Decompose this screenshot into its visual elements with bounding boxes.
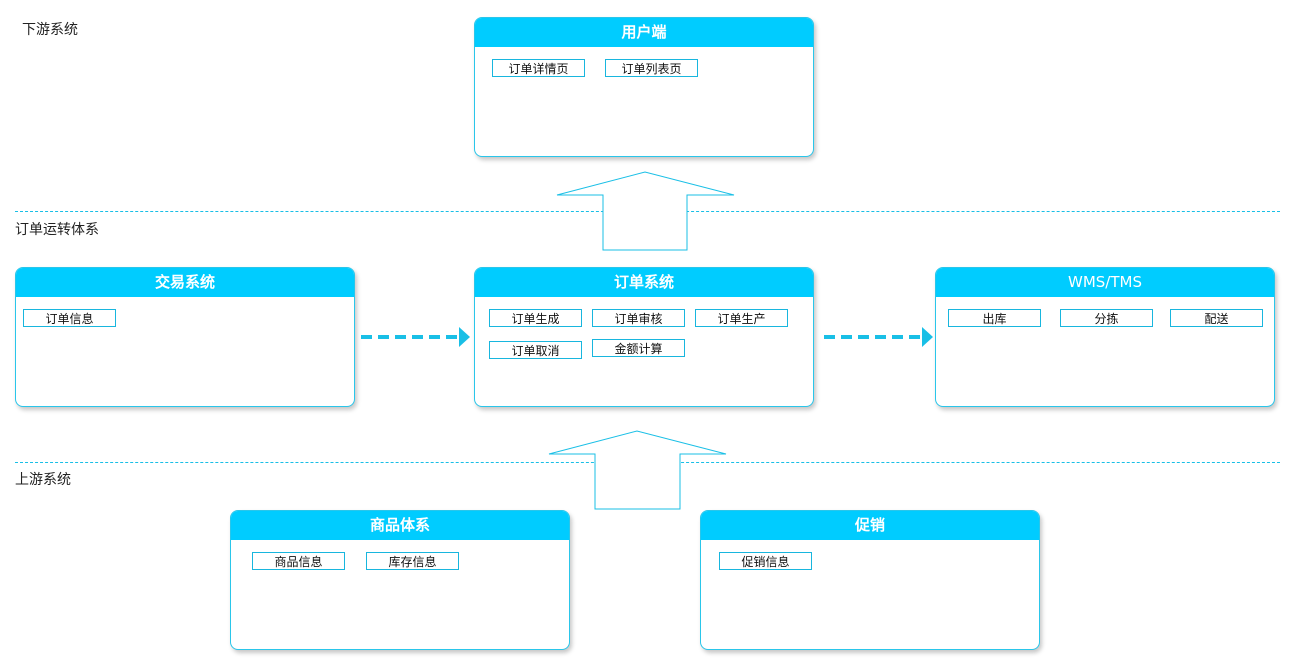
layer-label-downstream: 下游系统	[22, 22, 78, 38]
tag-order-create: 订单生成	[489, 309, 582, 327]
panel-wms-tms-title: WMS/TMS	[936, 268, 1274, 297]
arrow-head-order-to-wms	[922, 327, 933, 347]
panel-client: 用户端 订单详情页 订单列表页	[474, 17, 814, 157]
tag-amount-calc: 金额计算	[592, 339, 685, 357]
panel-product-title: 商品体系	[231, 511, 569, 540]
panel-trade-title: 交易系统	[16, 268, 354, 297]
panel-product: 商品体系 商品信息 库存信息	[230, 510, 570, 650]
up-arrow-order-to-client	[556, 171, 735, 251]
tag-order-detail-page: 订单详情页	[492, 59, 585, 77]
arrow-head-trade-to-order	[459, 327, 470, 347]
tag-promo-info: 促销信息	[719, 552, 812, 570]
panel-order: 订单系统 订单生成 订单审核 订单生产 订单取消 金额计算	[474, 267, 814, 407]
tag-order-produce: 订单生产	[695, 309, 788, 327]
panel-promo-title: 促销	[701, 511, 1039, 540]
tag-delivery: 配送	[1170, 309, 1263, 327]
tag-order-list-page: 订单列表页	[605, 59, 698, 77]
panel-client-title: 用户端	[475, 18, 813, 47]
panel-wms-tms: WMS/TMS 出库 分拣 配送	[935, 267, 1275, 407]
panel-order-title: 订单系统	[475, 268, 813, 297]
tag-inventory-info: 库存信息	[366, 552, 459, 570]
tag-order-review: 订单审核	[592, 309, 685, 327]
tag-sorting: 分拣	[1060, 309, 1153, 327]
layer-label-upstream: 上游系统	[15, 472, 71, 488]
panel-trade: 交易系统 订单信息	[15, 267, 355, 407]
tag-outbound: 出库	[948, 309, 1041, 327]
up-arrow-upstream-to-order	[548, 430, 727, 510]
layer-label-order-flow: 订单运转体系	[15, 222, 99, 238]
tag-product-info: 商品信息	[252, 552, 345, 570]
panel-promo: 促销 促销信息	[700, 510, 1040, 650]
tag-order-info: 订单信息	[23, 309, 116, 327]
tag-order-cancel: 订单取消	[489, 341, 582, 359]
